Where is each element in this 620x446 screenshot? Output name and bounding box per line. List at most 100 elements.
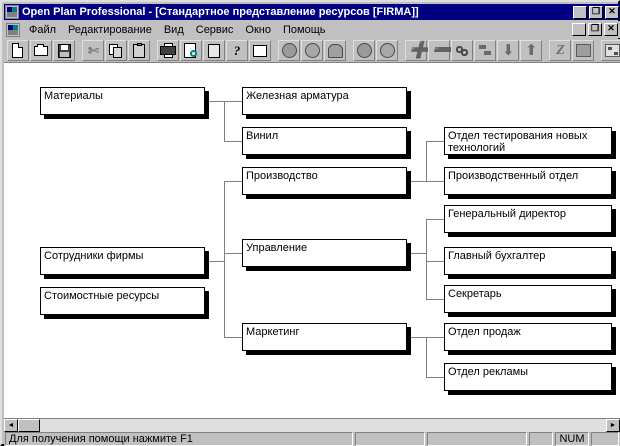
context-help-icon [253,45,267,57]
add-button[interactable]: ➕ [405,40,429,61]
connector-line [224,101,225,141]
table-grid-icon [576,44,591,57]
diagram-node[interactable]: Железная арматура [242,87,407,115]
move-up-button[interactable]: ⬆ [520,40,542,61]
minimize-button[interactable]: _ [573,5,587,20]
connector-line [426,141,444,142]
resource-dome-icon [328,44,343,58]
connector-line [224,253,242,254]
toolbar: ✄ ? ➕ ➖ ⬇ ⬆ Z [4,39,620,63]
save-disk-icon [58,44,71,58]
open-folder-icon [34,44,48,56]
connector-line [426,141,427,181]
diagram-node[interactable]: Секретарь [444,285,612,313]
restore-button[interactable]: ❐ [589,5,603,19]
mdi-close-button[interactable]: ✕ [604,23,618,36]
diagram-node[interactable]: Главный бухгалтер [444,247,612,275]
status-bar: Для получения помощи нажмите F1 NUM [4,432,620,446]
diagram-node[interactable]: Винил [242,127,407,155]
print-preview-button[interactable] [180,40,202,61]
connector-line [205,101,224,102]
new-document-button[interactable] [7,40,29,61]
restore-icon: ❐ [591,5,601,16]
status-message: Для получения помощи нажмите F1 [5,432,353,446]
diagram-node[interactable]: Материалы [40,87,205,115]
window-title: Open Plan Professional - [Стандартное пр… [22,6,419,18]
mdi-restore-button[interactable]: ❐ [588,23,602,36]
menu-item-window[interactable]: Окно [245,23,271,36]
diagram-node[interactable]: Управление [242,239,407,267]
menu-item-view[interactable]: Вид [163,23,184,36]
scroll-left-arrow-icon: ◄ [7,422,15,429]
move-down-button[interactable]: ⬇ [497,40,519,61]
help-question-icon: ? [233,43,241,58]
diagram-node[interactable]: Отдел продаж [444,323,612,351]
app-icon [5,5,19,19]
copy-button[interactable] [105,40,127,61]
connector-line [224,181,225,337]
help-button[interactable]: ? [226,40,248,61]
diagram-node[interactable]: Отдел рекламы [444,363,612,391]
table-grid-button[interactable] [572,40,594,61]
diagram-node[interactable]: Отдел тестирования новых технологий [444,127,612,155]
tree-view-button[interactable] [601,40,620,61]
minimize-icon: _ [576,7,584,20]
new-document-icon [12,43,23,58]
resource-circle-button[interactable] [278,40,300,61]
diagram-node[interactable]: Сотрудники фирмы [40,247,205,275]
scroll-trough[interactable] [18,419,606,432]
diagram-node-label: Отдел рекламы [448,366,529,378]
menu-item-file[interactable]: Файл [29,23,57,36]
zigzag-icon: Z [556,43,565,58]
scroll-thumb[interactable] [18,419,40,432]
diagram-node[interactable]: Генеральный директор [444,205,612,233]
tree-view-icon [605,44,620,57]
diagram-node-label: Производство [246,170,318,182]
diagram-node[interactable]: Стоимостные ресурсы [40,287,205,315]
resource-person-button[interactable] [301,40,323,61]
print-button[interactable] [157,40,179,61]
move-down-arrow-icon: ⬇ [502,42,515,59]
diagram-node-label: Отдел продаж [448,326,521,338]
link-button[interactable] [451,40,473,61]
paste-button[interactable] [128,40,150,61]
cut-button[interactable]: ✄ [82,40,104,61]
diagram-node[interactable]: Маркетинг [242,323,407,351]
mdi-minimize-button[interactable]: _ [572,23,586,37]
connector-line [407,181,426,182]
resource-filled-circle-button[interactable] [353,40,375,61]
remove-button[interactable]: ➖ [428,40,452,61]
sort-updown-button[interactable] [203,40,225,61]
title-bar-buttons: _ ❐ ✕ [573,5,619,20]
resource-dome-button[interactable] [324,40,346,61]
connector-line [426,337,444,338]
close-icon: ✕ [608,5,616,16]
add-plus-icon: ➕ [409,42,429,59]
scroll-right-button[interactable]: ► [606,419,620,432]
diagram-node[interactable]: Производство [242,167,407,195]
step-layout-icon [479,45,491,56]
menu-item-tools[interactable]: Сервис [195,23,234,36]
menu-bar: Файл Редактирование Вид Сервис Окно Помо… [4,21,620,38]
resource-filled-circle-icon [357,43,372,58]
step-layout-button[interactable] [474,40,496,61]
connector-line [426,261,444,262]
zigzag-button[interactable]: Z [549,40,571,61]
cut-scissors-icon: ✄ [88,43,99,58]
close-button[interactable]: ✕ [605,5,619,19]
open-folder-button[interactable] [30,40,52,61]
horizontal-scrollbar[interactable]: ◄ ► [4,418,620,432]
save-button[interactable] [53,40,75,61]
menu-item-edit[interactable]: Редактирование [68,23,152,36]
resource-filled-circle2-button[interactable] [376,40,398,61]
document-icon[interactable] [6,22,20,37]
diagram-node[interactable]: Производственный отдел [444,167,612,195]
remove-minus-icon: ➖ [432,42,452,59]
scroll-left-button[interactable]: ◄ [4,419,18,432]
context-help-button[interactable] [249,40,271,61]
sort-updown-icon [208,44,220,58]
menu-item-help[interactable]: Помощь [282,23,326,36]
connector-line [426,181,444,182]
